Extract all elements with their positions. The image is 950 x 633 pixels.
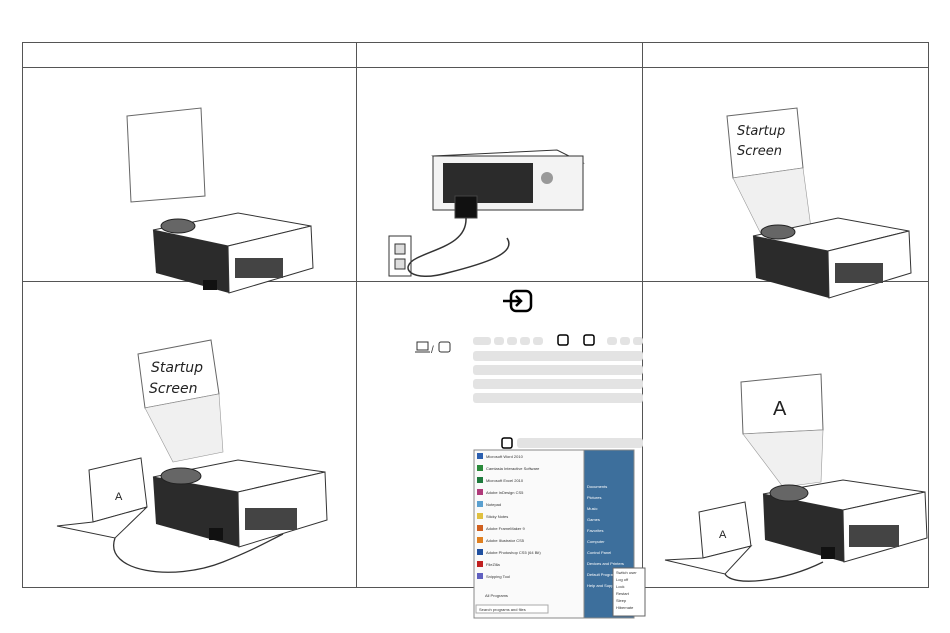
screen-label-line2: Screen — [737, 144, 782, 159]
program-icon — [477, 477, 483, 483]
video-cable — [113, 533, 284, 573]
start-menu-right-item[interactable]: Help and Support — [587, 583, 619, 588]
column-divider-1 — [356, 43, 357, 587]
start-menu-right-item[interactable]: Default Programs — [587, 572, 618, 577]
power-cord-illustration — [388, 149, 585, 278]
screen-label-line1: Startup — [737, 124, 785, 139]
power-menu-item[interactable]: Restart — [616, 591, 630, 596]
program-icon — [477, 501, 483, 507]
laptop-screen-label: A — [115, 491, 123, 503]
program-icon — [477, 525, 483, 531]
projection-beam — [742, 429, 824, 488]
program-icon — [477, 513, 483, 519]
column-divider-2 — [642, 43, 643, 587]
program-icon — [477, 549, 483, 555]
source-input-icon — [503, 289, 533, 313]
display-toggle-icon: / — [415, 341, 451, 356]
program-icon — [477, 537, 483, 543]
projection-beam — [144, 393, 224, 463]
power-menu-item[interactable]: Sleep — [616, 598, 627, 603]
program-icon — [477, 453, 483, 459]
screen-label-line2: Screen — [149, 381, 197, 397]
power-menu-item[interactable]: Lock — [616, 584, 624, 589]
source-selection-illustration: / — [415, 289, 646, 619]
laptop-projecting-illustration: A A — [664, 373, 928, 582]
blank-screen — [126, 107, 206, 203]
start-menu-program[interactable]: Adobe Illustrator CS5 — [486, 538, 525, 543]
start-menu-right-item[interactable]: Devices and Printers — [587, 561, 624, 566]
step-cell-6: A A — [643, 282, 930, 588]
start-menu-right-item[interactable]: Documents — [587, 484, 607, 489]
step-cell-1 — [23, 68, 356, 294]
power-cord — [407, 217, 510, 278]
projector-icon — [152, 459, 328, 548]
keyboard-icon — [473, 334, 643, 449]
laptop-screen-label: A — [719, 529, 727, 541]
step-cell-5: / — [357, 282, 646, 619]
startup-screen-illustration: Startup Screen — [726, 107, 912, 299]
start-menu-program[interactable]: Adobe InDesign CS5 — [486, 490, 524, 495]
power-menu-item[interactable]: Hibernate — [616, 605, 634, 610]
start-menu-right-item[interactable]: Control Panel — [587, 550, 611, 555]
start-menu-right-item[interactable]: Computer — [587, 539, 605, 544]
key-highlighted-2 — [583, 334, 595, 346]
key-highlighted-1 — [557, 334, 569, 346]
program-icon — [477, 561, 483, 567]
power-menu-item[interactable]: Log off — [616, 577, 629, 582]
program-icon — [477, 573, 483, 579]
projector-icon — [152, 212, 314, 294]
projector-rear-icon — [431, 149, 585, 219]
start-menu-program[interactable]: Sticky Notes — [486, 514, 508, 519]
program-icon — [477, 489, 483, 495]
start-menu-program[interactable]: Camtasia Interactive Software — [486, 466, 540, 471]
key-windows — [501, 437, 513, 449]
wall-outlet-icon — [388, 235, 412, 277]
projector-icon — [762, 479, 928, 563]
start-menu-program[interactable]: Microsoft Word 2010 — [486, 454, 524, 459]
startup-screen — [726, 107, 804, 179]
steps-table: Startup Screen Startup Screen A — [22, 42, 930, 619]
start-menu-program[interactable]: FileZilla — [486, 562, 501, 567]
laptop-connected-illustration: Startup Screen A — [56, 339, 328, 573]
start-menu-program[interactable]: Notepad — [486, 502, 501, 507]
projected-screen-label: A — [773, 398, 787, 420]
start-menu-search[interactable]: Search programs and files — [479, 607, 526, 612]
projector-icon — [752, 217, 912, 299]
screen-label-line1: Startup — [151, 360, 203, 376]
start-menu-program[interactable]: Microsoft Excel 2010 — [486, 478, 524, 483]
step-cell-4: Startup Screen A — [23, 282, 356, 588]
laptop-icon: A — [56, 457, 148, 539]
start-menu-right-item[interactable]: Games — [587, 517, 600, 522]
program-icon — [477, 465, 483, 471]
start-menu-program[interactable]: Adobe FrameMaker 9 — [486, 526, 525, 531]
projector-off-illustration — [126, 107, 314, 294]
video-cable — [724, 561, 824, 582]
step-cell-3: Startup Screen — [643, 68, 930, 299]
start-menu-right-item[interactable]: Favorites — [587, 528, 603, 533]
all-programs-link[interactable]: All Programs — [485, 593, 508, 598]
row-divider — [23, 281, 928, 282]
laptop-icon: A — [664, 501, 753, 575]
start-menu-program[interactable]: Snipping Tool — [486, 574, 510, 579]
svg-text:/: / — [431, 345, 434, 356]
header-row-divider — [23, 67, 928, 68]
start-menu-program[interactable]: Adobe Photoshop CS5 (64 Bit) — [486, 550, 541, 555]
power-menu-item[interactable]: Switch user — [616, 570, 637, 575]
step-cell-2 — [357, 68, 642, 281]
power-submenu — [612, 567, 646, 617]
start-menu-right-item[interactable]: Pictures — [587, 495, 601, 500]
start-menu-right-item[interactable]: Music — [587, 506, 597, 511]
